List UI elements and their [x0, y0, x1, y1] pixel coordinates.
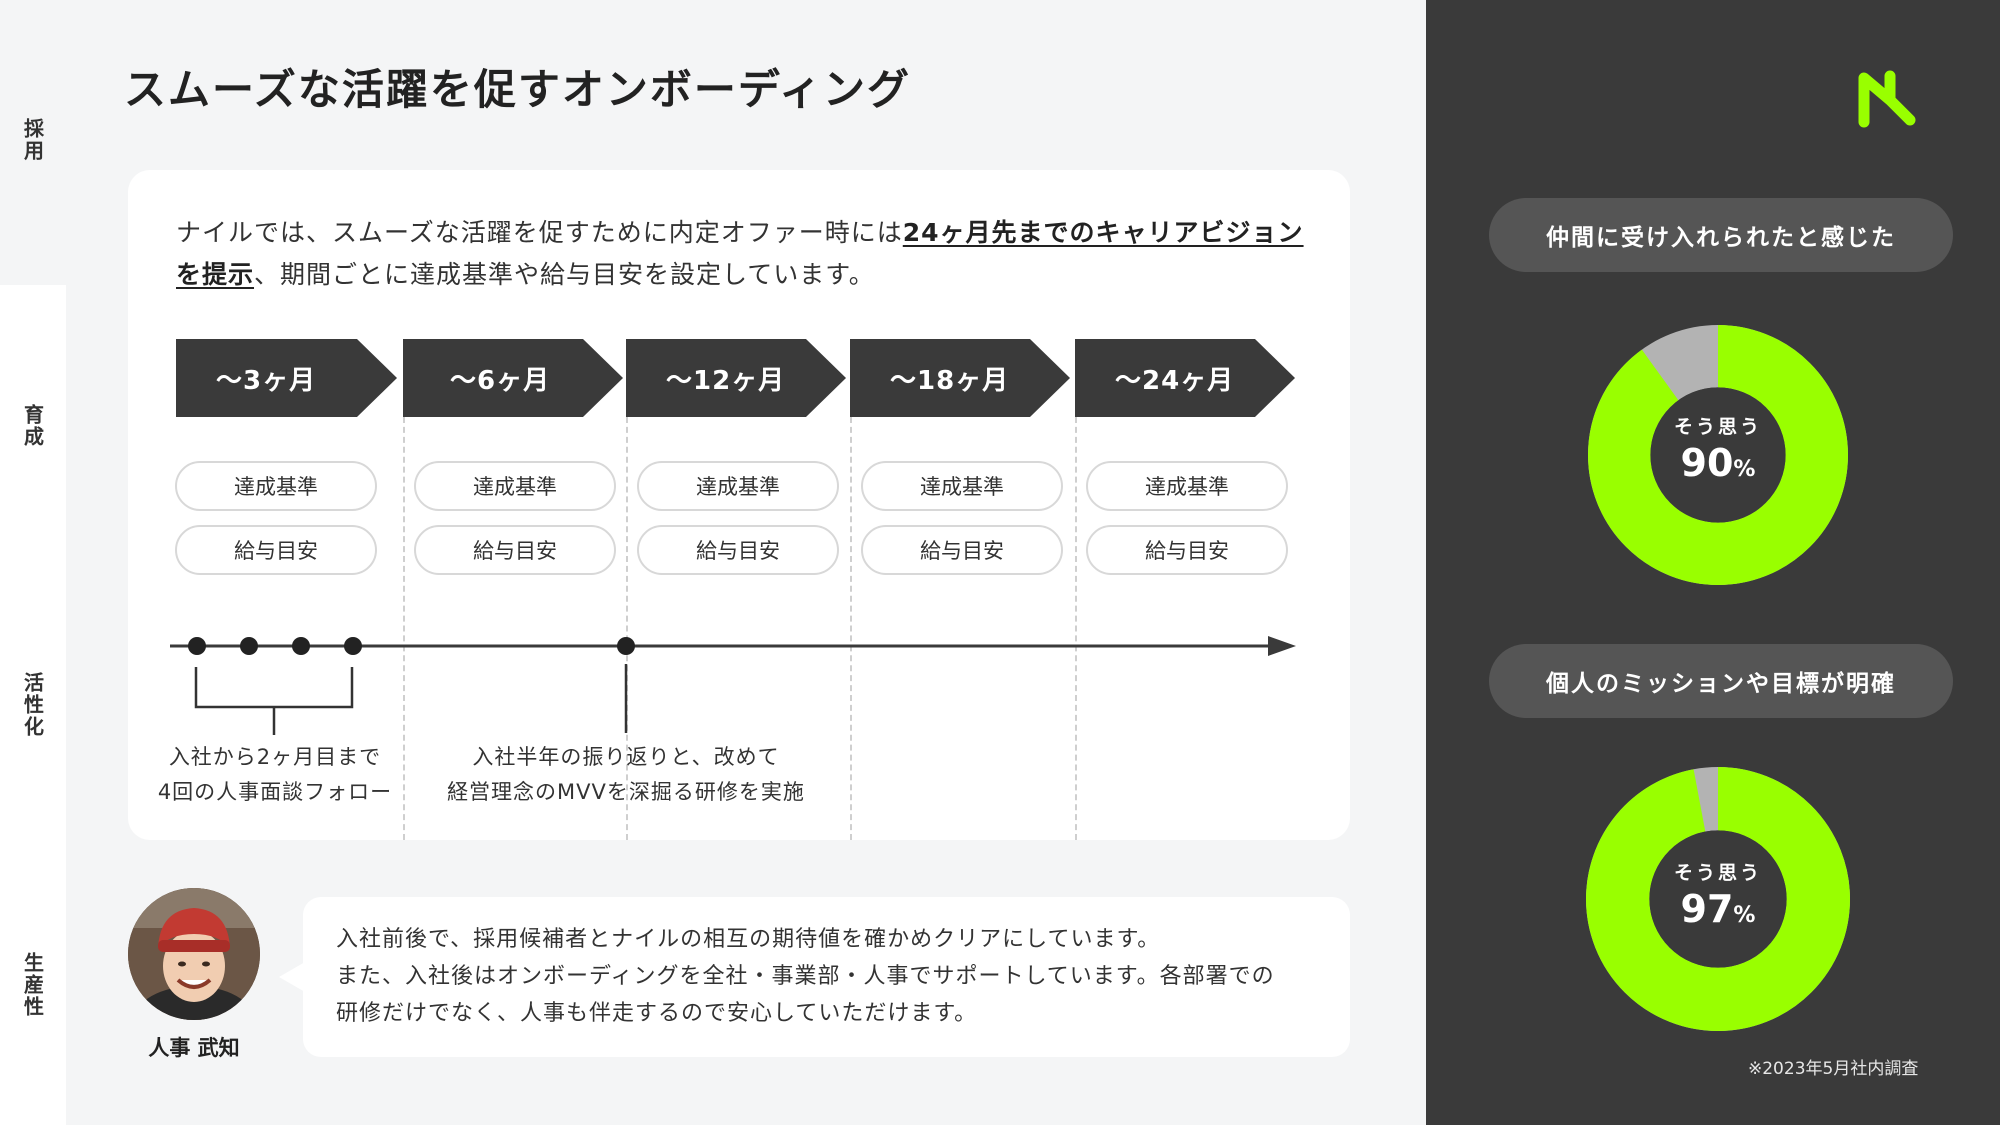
phase-divider: [403, 417, 405, 840]
donut-center-accepted: そう思う 90%: [1648, 412, 1788, 494]
side-nav-label: 活性化: [20, 672, 45, 738]
criteria-pill: 達成基準: [637, 461, 839, 511]
salary-pill: 給与目安: [1086, 525, 1288, 575]
donut-hole: [1649, 830, 1787, 968]
phase-arrow-18m: 〜18ヶ月: [850, 339, 1070, 417]
donut-value: 97%: [1648, 885, 1788, 940]
phase-divider: [626, 417, 628, 840]
salary-pill: 給与目安: [861, 525, 1063, 575]
survey-label-accepted: 仲間に受け入れられたと感じた: [1489, 198, 1953, 272]
side-nav: 採用 育成 活性化 生産性: [0, 0, 66, 1125]
side-nav-item-activation[interactable]: 活性化: [0, 672, 66, 738]
quote-text: 入社前後で、採用候補者とナイルの相互の期待値を確かめクリアにしています。 また、…: [336, 921, 1336, 1032]
intro-text-part: ナイルでは、スムーズな活躍を促すために内定オファー時には: [176, 218, 903, 247]
donut-value-number: 97: [1680, 887, 1734, 931]
person-name: 人事 武知: [148, 1036, 240, 1060]
donut-caption: そう思う: [1673, 416, 1762, 438]
note-line: 入社半年の振り返りと、改めて: [472, 745, 780, 769]
side-nav-label: 育成: [20, 404, 45, 448]
salary-pill: 給与目安: [637, 525, 839, 575]
side-nav-label: 生産性: [20, 952, 45, 1018]
note-half-year: 入社半年の振り返りと、改めて 経営理念のMVVを深掘る研修を実施: [436, 740, 816, 810]
quote-line: また、入社後はオンボーディングを全社・事業部・人事でサポートしています。各部署で…: [336, 964, 1275, 989]
criteria-pill: 達成基準: [175, 461, 377, 511]
note-line: 4回の人事面談フォロー: [157, 780, 393, 804]
company-logo: [1858, 70, 1916, 128]
note-line: 入社から2ヶ月目まで: [168, 745, 382, 769]
intro-text: ナイルでは、スムーズな活躍を促すために内定オファー時には24ヶ月先までのキャリア…: [176, 212, 1311, 296]
donut-chart-mission: [1586, 767, 1850, 1031]
donut-value-unit: %: [1733, 903, 1756, 928]
donut-hole: [1650, 387, 1786, 523]
donut-center-mission: そう思う 97%: [1648, 858, 1788, 940]
side-nav-active-bg: [0, 0, 66, 285]
phase-label: 〜6ヶ月: [450, 365, 551, 396]
speech-bubble: [303, 897, 1350, 1057]
criteria-pill: 達成基準: [1086, 461, 1288, 511]
donut-value: 90%: [1648, 439, 1788, 494]
donut-value-unit: %: [1733, 457, 1756, 482]
phase-divider: [850, 417, 852, 840]
phase-divider: [1075, 417, 1077, 840]
phase-label: 〜3ヶ月: [216, 365, 317, 396]
donut-chart-accepted: [1588, 325, 1848, 585]
salary-pill: 給与目安: [175, 525, 377, 575]
note-first-months: 入社から2ヶ月目まで 4回の人事面談フォロー: [150, 740, 400, 810]
phase-arrow-12m: 〜12ヶ月: [626, 339, 846, 417]
phase-arrow-6m: 〜6ヶ月: [403, 339, 623, 417]
page-title: スムーズな活躍を促すオンボーディング: [124, 65, 911, 114]
side-nav-label: 採用: [20, 118, 45, 162]
side-nav-item-training[interactable]: 育成: [0, 404, 66, 448]
criteria-pill: 達成基準: [414, 461, 616, 511]
salary-pill: 給与目安: [414, 525, 616, 575]
phase-arrow-3m: 〜3ヶ月: [176, 339, 397, 417]
intro-text-part: 、期間ごとに達成基準や給与目安を設定しています。: [254, 260, 875, 289]
phase-label: 〜12ヶ月: [666, 365, 786, 396]
side-nav-item-productivity[interactable]: 生産性: [0, 952, 66, 1018]
phase-arrow-24m: 〜24ヶ月: [1075, 339, 1295, 417]
phase-label: 〜18ヶ月: [890, 365, 1010, 396]
criteria-pill: 達成基準: [861, 461, 1063, 511]
donut-value-slice: [1588, 325, 1848, 585]
quote-line: 研修だけでなく、人事も伴走するので安心していただけます。: [336, 1001, 978, 1026]
avatar: [128, 888, 260, 1020]
intro-emphasis: 24ヶ月先までのキャリアビジョンを提示: [176, 218, 1304, 289]
survey-label-mission: 個人のミッションや目標が明確: [1489, 644, 1953, 718]
phase-label: 〜24ヶ月: [1115, 365, 1235, 396]
footnote: ※2023年5月社内調査: [1748, 1059, 1919, 1079]
donut-value-slice: [1586, 767, 1850, 1031]
speech-bubble-tail: [279, 962, 305, 992]
donut-caption: そう思う: [1673, 862, 1762, 884]
side-nav-item-recruit[interactable]: 採用: [0, 118, 66, 162]
quote-line: 入社前後で、採用候補者とナイルの相互の期待値を確かめクリアにしています。: [336, 927, 1161, 952]
note-line: 経営理念のMVVを深掘る研修を実施: [447, 780, 805, 804]
donut-value-number: 90: [1680, 441, 1734, 485]
